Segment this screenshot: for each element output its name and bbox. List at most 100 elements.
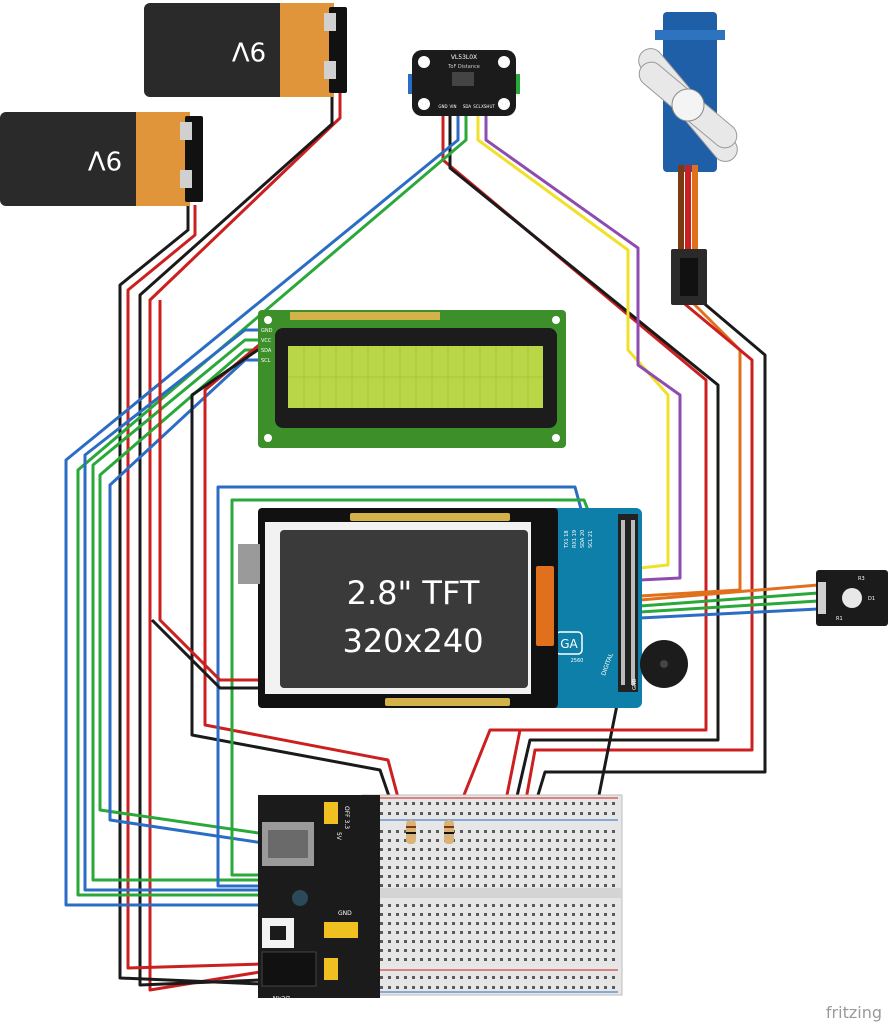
breadboard-hole <box>452 812 455 815</box>
breadboard-hole <box>388 958 391 961</box>
ir-led <box>842 588 862 608</box>
breadboard-hole <box>548 866 551 869</box>
breadboard-hole <box>444 884 447 887</box>
breadboard-hole <box>412 922 415 925</box>
breadboard-hole <box>420 857 423 860</box>
breadboard-hole <box>476 857 479 860</box>
breadboard-hole <box>380 913 383 916</box>
breadboard-hole <box>532 884 535 887</box>
breadboard-hole <box>500 857 503 860</box>
ir-label-r1: R1 <box>836 616 843 622</box>
breadboard-hole <box>548 830 551 833</box>
breadboard-hole <box>524 857 527 860</box>
breadboard-hole <box>492 830 495 833</box>
breadboard-hole <box>492 976 495 979</box>
breadboard-hole <box>572 976 575 979</box>
breadboard-hole <box>580 866 583 869</box>
servo <box>638 12 738 305</box>
breadboard-hole <box>524 976 527 979</box>
breadboard-hole <box>500 931 503 934</box>
breadboard-hole <box>532 940 535 943</box>
breadboard-hole <box>596 949 599 952</box>
breadboard-hole <box>516 913 519 916</box>
breadboard-hole <box>436 802 439 805</box>
breadboard-hole <box>548 922 551 925</box>
breadboard-hole <box>540 949 543 952</box>
breadboard-hole <box>436 940 439 943</box>
breadboard-hole <box>572 940 575 943</box>
breadboard-hole <box>508 931 511 934</box>
breadboard-hole <box>580 940 583 943</box>
breadboard-hole <box>380 884 383 887</box>
breadboard-hole <box>548 976 551 979</box>
breadboard-hole <box>468 904 471 907</box>
breadboard-hole <box>492 904 495 907</box>
breadboard-hole <box>524 940 527 943</box>
breadboard-hole <box>556 857 559 860</box>
breadboard-hole <box>516 986 519 989</box>
breadboard-hole <box>532 875 535 878</box>
breadboard-hole <box>564 904 567 907</box>
resistor-1 <box>406 820 416 844</box>
breadboard-hole <box>524 949 527 952</box>
breadboard-hole <box>460 839 463 842</box>
breadboard-hole <box>604 913 607 916</box>
breadboard-hole <box>436 866 439 869</box>
breadboard-hole <box>484 986 487 989</box>
breadboard-hole <box>500 922 503 925</box>
breadboard-hole <box>588 866 591 869</box>
breadboard-hole <box>548 848 551 851</box>
wire-servo-orange <box>639 298 742 598</box>
breadboard-hole <box>388 913 391 916</box>
breadboard-hole <box>460 922 463 925</box>
breadboard-hole <box>564 875 567 878</box>
breadboard-hole <box>492 848 495 851</box>
breadboard-hole <box>588 839 591 842</box>
breadboard-hole <box>548 857 551 860</box>
breadboard-hole <box>580 904 583 907</box>
breadboard-hole <box>532 802 535 805</box>
breadboard-hole <box>428 986 431 989</box>
breadboard-hole <box>468 875 471 878</box>
breadboard-hole <box>556 931 559 934</box>
breadboard-hole <box>492 884 495 887</box>
breadboard-hole <box>532 931 535 934</box>
breadboard-hole <box>596 931 599 934</box>
breadboard-hole <box>380 830 383 833</box>
breadboard-hole <box>404 848 407 851</box>
breadboard-hole <box>460 884 463 887</box>
wire-ir-blue <box>639 607 819 620</box>
breadboard-hole <box>572 866 575 869</box>
breadboard-hole <box>412 875 415 878</box>
breadboard-hole <box>588 884 591 887</box>
breadboard-hole <box>572 839 575 842</box>
breadboard-hole <box>492 922 495 925</box>
breadboard-hole <box>380 875 383 878</box>
tof-pin-label-gnd: GND <box>438 104 447 109</box>
breadboard-hole <box>468 830 471 833</box>
breadboard-hole <box>468 976 471 979</box>
breadboard-hole <box>612 848 615 851</box>
breadboard-hole <box>564 940 567 943</box>
breadboard-hole <box>484 875 487 878</box>
breadboard-hole <box>412 857 415 860</box>
breadboard-hole <box>556 884 559 887</box>
breadboard-hole <box>412 976 415 979</box>
breadboard-hole <box>532 839 535 842</box>
breadboard-hole <box>492 812 495 815</box>
breadboard-hole <box>596 884 599 887</box>
breadboard-hole <box>604 958 607 961</box>
tof-sensor-title: VL53L0X <box>451 54 477 61</box>
resistor-2 <box>444 820 454 844</box>
breadboard-hole <box>508 830 511 833</box>
breadboard-hole <box>412 931 415 934</box>
breadboard-hole <box>556 848 559 851</box>
power-module-label-5v: 5V <box>335 832 342 841</box>
breadboard-hole <box>588 940 591 943</box>
breadboard-hole <box>468 958 471 961</box>
wire-servo-black <box>533 298 767 806</box>
battery-1-terminal-b <box>324 61 336 79</box>
breadboard-hole <box>460 866 463 869</box>
breadboard-hole <box>516 830 519 833</box>
breadboard-hole <box>540 848 543 851</box>
